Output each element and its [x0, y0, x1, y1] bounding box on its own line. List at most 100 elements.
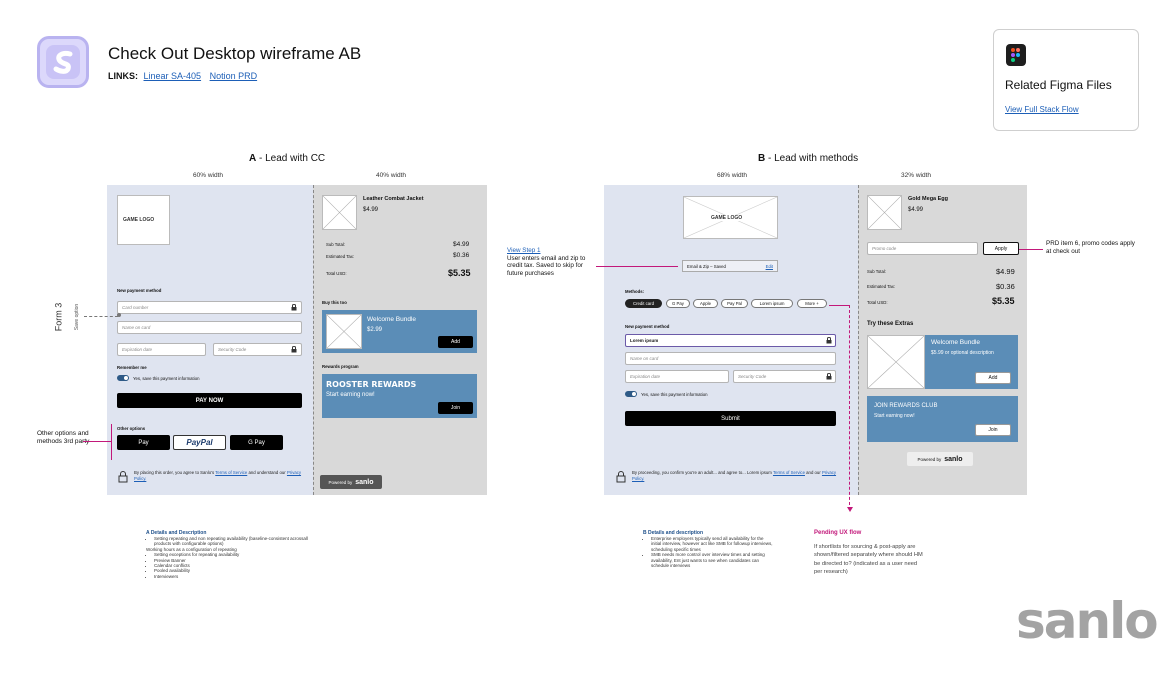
a-product-price: $4.99 — [363, 207, 379, 213]
submit-button[interactable]: Submit — [625, 411, 836, 426]
a-card-number-input[interactable]: Card number — [117, 301, 302, 314]
lock-icon — [291, 346, 297, 353]
b-join-button[interactable]: Join — [975, 424, 1011, 436]
gpay-button[interactable]: G Pay — [230, 435, 283, 450]
b-name-on-card-input[interactable]: Name on card — [625, 352, 836, 365]
b-terms-link[interactable]: Terms of Service — [772, 470, 805, 475]
page-title: Check Out Desktop wireframe AB — [108, 44, 362, 63]
notion-link[interactable]: Notion PRD — [209, 71, 258, 81]
view-stack-flow-link[interactable]: View Full Stack Flow — [1005, 105, 1079, 114]
method-paypal[interactable]: Pay Pal — [721, 299, 748, 308]
b-add-button[interactable]: Add — [975, 372, 1011, 384]
bundle-image — [867, 335, 925, 389]
b-bundle-card: Welcome Bundle $5.99 or optional descrip… — [867, 335, 1018, 389]
b-save-label: Yes, save this payment information — [641, 392, 708, 397]
sanlo-wordmark: sanlo — [1016, 592, 1159, 650]
a-rewards-label: Rewards program — [322, 364, 359, 369]
game-logo-placeholder: GAME LOGO — [117, 195, 170, 245]
links-label: LINKS: — [108, 71, 138, 81]
lock-icon — [826, 373, 832, 380]
apply-button[interactable]: Apply — [983, 242, 1019, 255]
a-expiration-input[interactable]: Expiration date — [117, 343, 206, 356]
a-rewards-card: ROOSTER REWARDS Start earning now! Join — [322, 374, 477, 418]
b-subtotal: $4.99 — [996, 267, 1015, 276]
pending-body: If shortlists for sourcing & post-apply … — [814, 544, 923, 575]
a-new-payment-label: New payment method — [117, 288, 162, 293]
a-legal-text: By placing this order, you agree to Sanl… — [134, 470, 302, 482]
lock-icon — [291, 304, 297, 311]
a-add-button[interactable]: Add — [438, 336, 473, 348]
a-bundle-price: $2.99 — [367, 327, 383, 333]
a-security-input[interactable]: Security Code — [213, 343, 302, 356]
a-join-button[interactable]: Join — [438, 402, 473, 414]
method-gpay[interactable]: G Pay — [666, 299, 690, 308]
b-product-price: $4.99 — [908, 207, 924, 213]
linear-link[interactable]: Linear SA-405 — [143, 71, 202, 81]
a-other-options-label: Other options — [117, 426, 146, 431]
a-start-earning: Start earning now! — [326, 392, 375, 398]
a-save-toggle[interactable] — [117, 375, 129, 381]
a-subtotal-label: Sub Total: — [326, 242, 346, 247]
b-card-input[interactable]: Lorem ipsum — [625, 334, 836, 347]
shield-lock-icon — [616, 471, 626, 483]
method-credit-card[interactable]: Credit card — [625, 299, 662, 308]
a-subtotal: $4.99 — [453, 241, 470, 248]
a-terms-link[interactable]: Terms of Service — [215, 470, 248, 475]
method-more[interactable]: More + — [797, 299, 827, 308]
lock-icon — [826, 337, 832, 344]
prd-annotation: PRD item 6, promo codes apply at check o… — [1046, 240, 1135, 255]
a-bundle-card: Welcome Bundle $2.99 Add — [322, 310, 477, 353]
figma-icon — [1006, 44, 1026, 66]
variant-b-title: B - Lead with methods — [758, 153, 859, 164]
a-save-label: Yes, save this payment information — [133, 376, 200, 381]
details-b: B Details and description Enterprise emp… — [643, 530, 773, 568]
s-logo-icon — [53, 51, 73, 74]
form3-annotation: Form 3 Save option — [53, 302, 81, 332]
a-left-width: 60% width — [193, 172, 223, 179]
promo-code-input[interactable]: Promo code — [867, 242, 978, 255]
extras-label: Try these Extras — [867, 321, 914, 327]
b-subtotal-label: Sub Total: — [867, 269, 887, 274]
b-save-toggle[interactable] — [625, 391, 637, 397]
rooster-title: ROOSTER REWARDS — [326, 380, 417, 389]
join-club-title: JOIN REWARDS CLUB — [874, 403, 938, 409]
b-new-payment-label: New payment method — [625, 324, 670, 329]
b-right-width: 32% width — [901, 172, 931, 179]
b-tax-label: Estimated Tax: — [867, 284, 896, 289]
a-total-label: Total USD: — [326, 271, 347, 276]
a-name-on-card-input[interactable]: Name on card — [117, 321, 302, 334]
links-row: LINKS: Linear SA-405 Notion PRD — [108, 71, 257, 81]
b-legal-text: By proceeding, you confirm you're an adu… — [632, 470, 837, 482]
method-lorem[interactable]: Lorem ipsum — [751, 299, 793, 308]
b-privacy-link[interactable]: Privacy Policy. — [632, 470, 837, 482]
a-remember-label: Remember me — [117, 365, 147, 370]
b-start-earning: Start earning now! — [874, 413, 915, 419]
b-rewards-card: JOIN REWARDS CLUB Start earning now! Joi… — [867, 396, 1018, 442]
b-expiration-input[interactable]: Expiration date — [625, 370, 729, 383]
b-total: $5.35 — [992, 296, 1015, 306]
bundle-image — [326, 314, 362, 349]
view-step-link[interactable]: View Step 1 — [507, 247, 541, 254]
figma-title: Related Figma Files — [1005, 78, 1112, 92]
a-right-width: 40% width — [376, 172, 406, 179]
method-apple[interactable]: Apple — [693, 299, 718, 308]
pay-now-button[interactable]: PAY NOW — [117, 393, 302, 408]
apple-pay-button[interactable]: Pay — [117, 435, 170, 450]
a-privacy-link[interactable]: Privacy Policy. — [134, 470, 302, 482]
details-a: A Details and Description Setting repeat… — [146, 530, 316, 579]
other-options-annotation: Other options and methods 3rd party — [37, 430, 90, 445]
a-tax: $0.36 — [453, 252, 470, 259]
paypal-button[interactable]: PayPal — [173, 435, 226, 450]
b-game-logo-placeholder: GAME LOGO — [683, 196, 778, 239]
edit-link[interactable]: Edit — [765, 263, 773, 269]
b-security-input[interactable]: Security Code — [733, 370, 836, 383]
b-product-name: Gold Mega Egg — [908, 196, 949, 202]
a-total: $5.35 — [448, 268, 471, 278]
shield-lock-icon — [118, 471, 128, 483]
b-bundle-price: $5.99 or optional description — [931, 350, 994, 356]
pending-title: Pending UX flow — [814, 530, 862, 536]
b-tax: $0.36 — [996, 282, 1015, 291]
